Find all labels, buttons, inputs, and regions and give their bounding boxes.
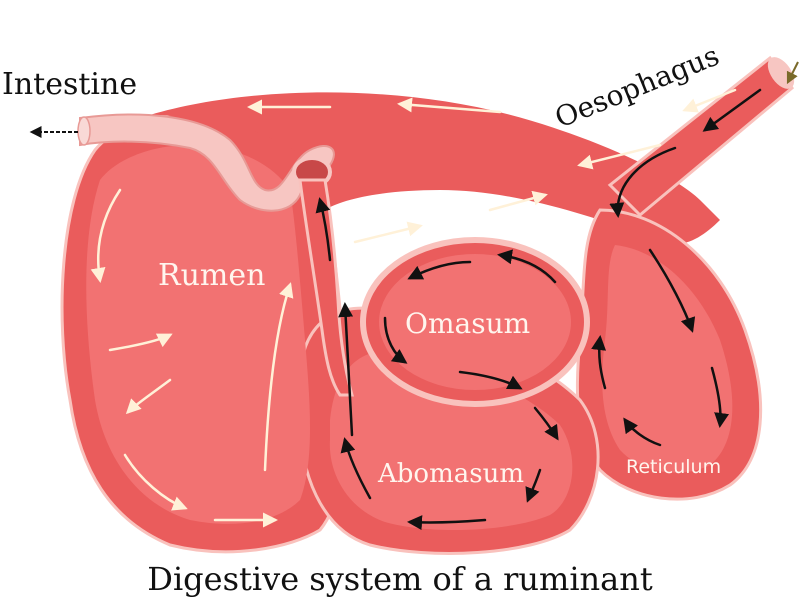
cud-arrow (591, 335, 607, 390)
cud-arrow (648, 248, 696, 333)
cud-arrow (702, 88, 762, 132)
cud-arrow (407, 260, 472, 280)
cud-arrow (383, 316, 408, 364)
omasum-label: Omasum (405, 307, 530, 340)
reticulum-label: Reticulum (626, 456, 721, 478)
cud-arrow (710, 366, 730, 428)
cud-arrow (458, 370, 523, 390)
food-arrow (397, 97, 502, 114)
cud-arrow (497, 249, 557, 284)
food-arrow (682, 88, 737, 113)
food-arrow (577, 143, 662, 170)
upper-band (150, 92, 720, 244)
cud-arrow (315, 197, 332, 262)
oesophagus-entry-arrow (786, 61, 799, 85)
food-arrow (263, 282, 294, 472)
oesophagus-tube (607, 55, 795, 218)
intestine-label: Intestine (2, 67, 137, 102)
rumen-inner (86, 145, 310, 524)
food-arrow (108, 333, 173, 352)
food-arrow (125, 378, 172, 415)
cud-arrow (623, 417, 662, 447)
food-arrow (90, 188, 122, 283)
cud-arrow (525, 468, 542, 503)
reticulum-inner (602, 245, 733, 473)
cud-arrow (609, 146, 677, 218)
food-arrow (353, 221, 423, 244)
food-arrow (488, 190, 548, 212)
cud-arrow (338, 302, 354, 437)
cud-arrow (340, 437, 372, 500)
food-arrow (123, 453, 188, 511)
rumen-label: Rumen (158, 258, 265, 293)
omasum-inner (379, 254, 571, 390)
diagram-caption: Digestive system of a ruminant (147, 560, 653, 598)
abomasum-label: Abomasum (377, 459, 524, 489)
food-flow-arrows (90, 88, 737, 528)
oesophageal-groove (298, 178, 354, 397)
cud-arrow (533, 406, 559, 441)
cud-arrow (407, 515, 487, 531)
intestine-opening (77, 116, 91, 146)
cud-flow-arrows (315, 88, 762, 531)
